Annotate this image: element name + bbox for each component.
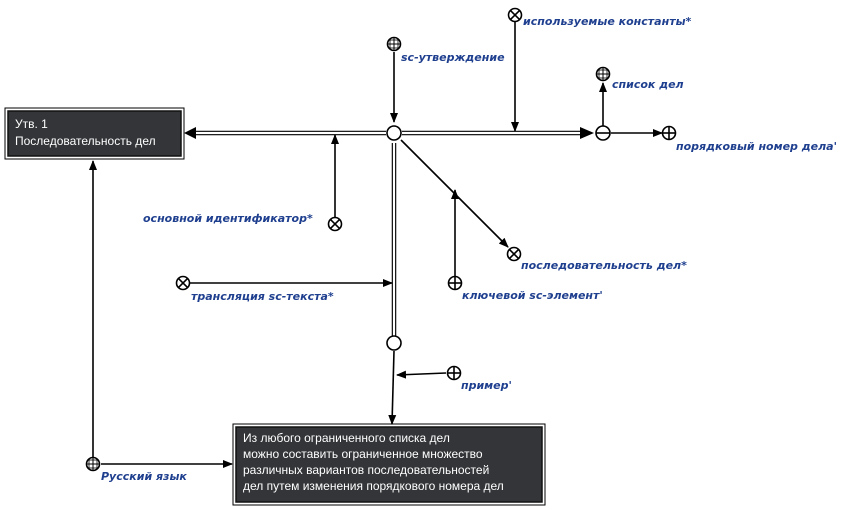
main-relation-edge xyxy=(184,127,386,139)
main-empty-circle-icon[interactable] xyxy=(386,125,402,141)
task-list-label: список дел xyxy=(612,78,684,91)
example-plus-circle-icon[interactable] xyxy=(446,365,462,381)
task-list-minus-circle-icon[interactable] xyxy=(595,125,611,141)
russian-language-label: Русский язык xyxy=(101,470,187,483)
sc-statement-label: sc-утверждение xyxy=(401,51,505,64)
order-number-plus-circle-icon[interactable] xyxy=(661,125,677,141)
key-sc-element-plus-circle-icon[interactable] xyxy=(447,275,463,291)
sc-text-translation-x-circle-icon[interactable] xyxy=(175,275,191,291)
list-relation-edge xyxy=(402,127,594,139)
sc-text-translation-label: трансляция sc-текста* xyxy=(191,290,334,303)
statement-box-line-2: Последовательность дел xyxy=(15,134,156,148)
main-identifier-x-circle-icon[interactable] xyxy=(327,216,343,232)
task-list-grid-circle-icon[interactable] xyxy=(595,66,611,82)
example-empty-circle-icon[interactable] xyxy=(386,335,402,351)
example-target-arrow xyxy=(388,350,397,425)
text-box-line-2: можно составить ограниченное множество xyxy=(243,447,483,461)
order-number-label: порядковый номер дела' xyxy=(676,140,837,153)
statement-text-box[interactable]: Из любого ограниченного списка дел можно… xyxy=(232,423,546,506)
statement-box[interactable]: Утв. 1 Последовательность дел xyxy=(4,107,185,160)
task-sequence-x-circle-icon[interactable] xyxy=(506,246,522,262)
text-box-line-1: Из любого ограниченного списка дел xyxy=(243,431,450,445)
used-constants-label: используемые константы* xyxy=(523,15,692,28)
sc-statement-grid-circle-icon[interactable] xyxy=(386,36,402,52)
example-arrow xyxy=(396,370,447,379)
task-sequence-label: последовательность дел* xyxy=(521,259,687,272)
used-constants-x-circle-icon[interactable] xyxy=(507,7,523,23)
key-sc-element-label: ключевой sc-элемент' xyxy=(462,289,603,302)
text-box-line-4: дел путем изменения порядкового номера д… xyxy=(243,479,504,493)
main-identifier-label: основной идентификатор* xyxy=(143,212,313,225)
text-box-line-3: различных вариантов последовательностей xyxy=(243,463,489,477)
statement-box-line-1: Утв. 1 xyxy=(15,117,48,131)
russian-language-grid-circle-icon[interactable] xyxy=(85,456,101,472)
example-label: пример' xyxy=(461,379,512,392)
